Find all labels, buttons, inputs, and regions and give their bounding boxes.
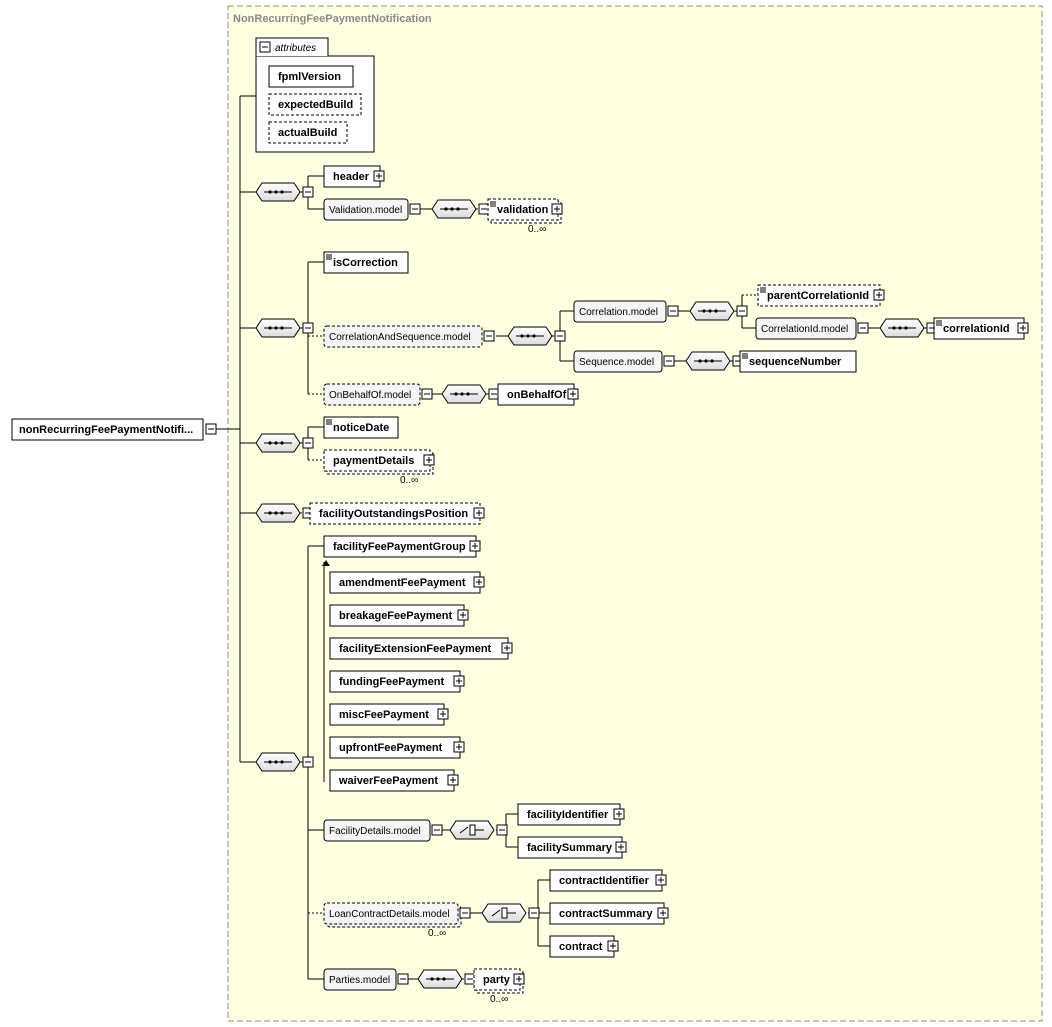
element-amendmentFeePayment-label: amendmentFeePayment — [339, 577, 466, 589]
annotation-icon — [326, 419, 332, 425]
element-validation-label: validation — [497, 204, 549, 216]
attr-fpmlVersion-label: fpmlVersion — [278, 71, 341, 83]
element-facilityExtensionFeePayment-label: facilityExtensionFeePayment — [339, 643, 492, 655]
element-isCorrection-label: isCorrection — [333, 257, 398, 269]
sequence-compositor — [255, 503, 301, 523]
element-sequenceNumber-label: sequenceNumber — [749, 356, 842, 368]
choice-compositor — [449, 820, 495, 840]
sequence-compositor — [431, 199, 477, 219]
container-title: NonRecurringFeePaymentNotification — [233, 13, 432, 25]
element-header-label: header — [333, 171, 370, 183]
group-facilityDetails_model-label: FacilityDetails.model — [329, 826, 421, 837]
element-facilityFeePaymentGroup-label: facilityFeePaymentGroup — [333, 541, 466, 553]
element-onBehalfOf-label: onBehalfOf — [507, 389, 567, 401]
root-element-label: nonRecurringFeePaymentNotifi... — [19, 424, 193, 436]
connectors — [240, 175, 934, 980]
annotation-icon — [760, 287, 766, 293]
element-contractSummary-label: contractSummary — [559, 908, 653, 920]
group-facilityDetails_model[interactable] — [323, 819, 431, 842]
paymentDetails-multiplicity: 0..∞ — [400, 475, 418, 486]
attr-fpmlVersion[interactable] — [268, 65, 354, 88]
group-onBehalfOf_model[interactable] — [323, 383, 421, 406]
sequence-compositor — [689, 301, 735, 321]
element-contract-label: contract — [559, 941, 603, 953]
element-facilityOutstandingsPosition-label: facilityOutstandingsPosition — [319, 508, 468, 520]
sequence-compositor — [255, 182, 301, 202]
sequence-compositor — [417, 969, 463, 989]
element-correlationId-label: correlationId — [943, 323, 1010, 335]
attr-actualBuild[interactable] — [268, 121, 348, 144]
group-sequence_model[interactable] — [573, 350, 663, 373]
element-contractIdentifier-label: contractIdentifier — [559, 875, 650, 887]
attributes-label: attributes — [275, 43, 316, 54]
annotation-icon — [490, 201, 496, 207]
element-party-label: party — [483, 974, 511, 986]
group-validation_model-label: Validation.model — [329, 205, 402, 216]
validation-multiplicity: 0..∞ — [528, 224, 546, 235]
element-waiverFeePayment-label: waiverFeePayment — [338, 775, 438, 787]
loanContractDetails_model-multiplicity: 0..∞ — [428, 928, 446, 939]
element-facilityIdentifier-label: facilityIdentifier — [527, 809, 609, 821]
group-parties_model[interactable] — [323, 968, 397, 991]
sequence-compositor — [255, 433, 301, 453]
sequence-compositor — [507, 326, 553, 346]
element-breakageFeePayment-label: breakageFeePayment — [339, 610, 452, 622]
group-onBehalfOf_model-label: OnBehalfOf.model — [329, 390, 411, 401]
element-noticeDate-label: noticeDate — [333, 422, 389, 434]
choice-compositor — [481, 903, 527, 923]
group-correlationId_model-label: CorrelationId.model — [761, 324, 848, 335]
attr-actualBuild-label: actualBuild — [278, 127, 337, 139]
annotation-icon — [326, 254, 332, 260]
group-ref-arrow-icon — [322, 560, 330, 566]
group-correlation_and_sequence_model-label: CorrelationAndSequence.model — [329, 332, 471, 343]
party-multiplicity: 0..∞ — [490, 994, 508, 1005]
root-element[interactable] — [11, 418, 204, 441]
group-sequence_model-label: Sequence.model — [579, 357, 654, 368]
group-loanContractDetails_model[interactable] — [323, 902, 459, 925]
element-upfrontFeePayment-label: upfrontFeePayment — [339, 742, 443, 754]
attr-expectedBuild-label: expectedBuild — [278, 99, 353, 111]
attr-expectedBuild[interactable] — [268, 93, 362, 116]
element-isCorrection[interactable] — [323, 251, 409, 274]
element-fundingFeePayment-label: fundingFeePayment — [339, 676, 444, 688]
element-parentCorrelationId-label: parentCorrelationId — [767, 290, 869, 302]
sequence-compositor — [255, 752, 301, 772]
annotation-icon — [742, 353, 748, 359]
sequence-compositor — [685, 351, 731, 371]
group-loanContractDetails_model-label: LoanContractDetails.model — [329, 909, 450, 920]
element-sequenceNumber[interactable] — [739, 350, 857, 373]
element-miscFeePayment-label: miscFeePayment — [339, 709, 429, 721]
sequence-compositor — [255, 318, 301, 338]
group-correlation_and_sequence_model[interactable] — [323, 325, 483, 348]
group-correlation_model-label: Correlation.model — [579, 307, 658, 318]
element-facilitySummary-label: facilitySummary — [527, 842, 613, 854]
group-correlationId_model[interactable] — [755, 317, 857, 340]
sequence-compositor — [879, 318, 925, 338]
group-correlation_model[interactable] — [573, 300, 667, 323]
element-paymentDetails-label: paymentDetails — [333, 455, 414, 467]
annotation-icon — [936, 320, 942, 326]
element-noticeDate[interactable] — [323, 416, 399, 439]
sequence-compositor — [441, 384, 487, 404]
group-validation_model[interactable] — [323, 198, 409, 221]
group-parties_model-label: Parties.model — [329, 975, 390, 986]
